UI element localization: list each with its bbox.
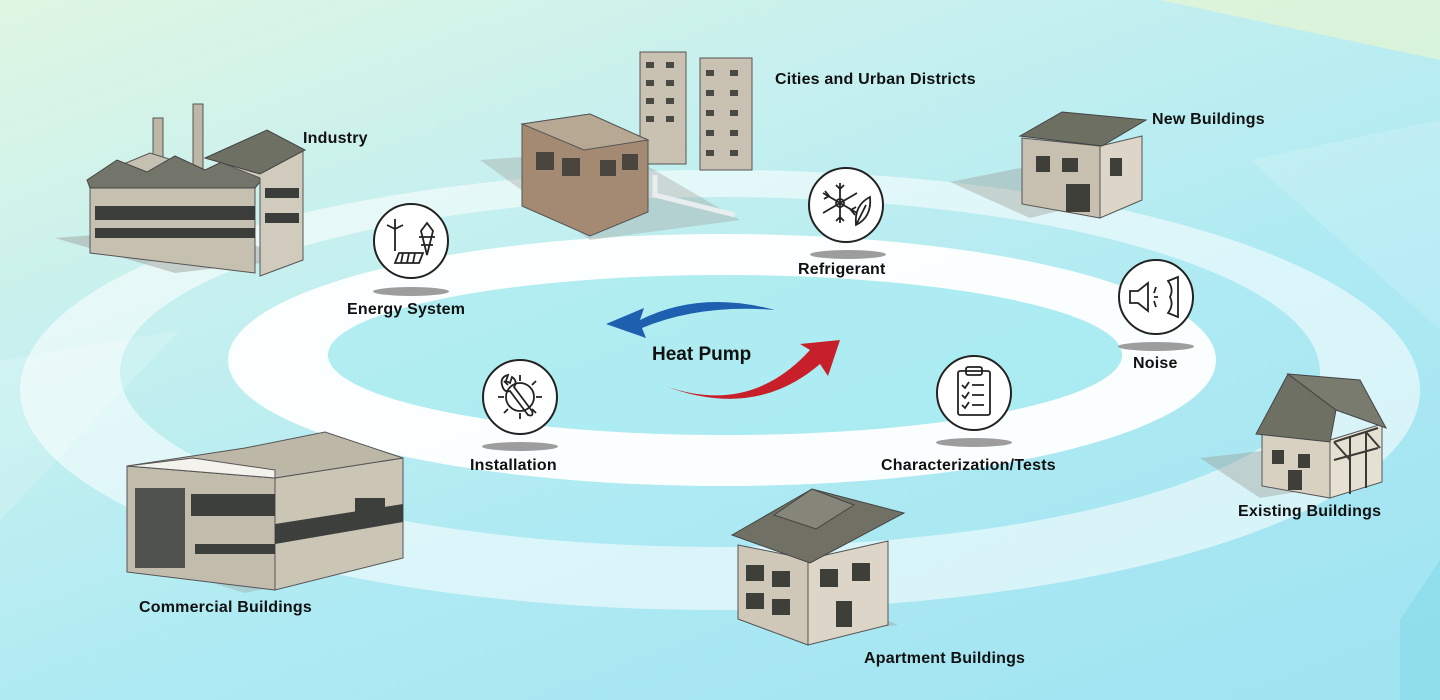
snowflake-leaf-icon	[808, 167, 884, 243]
icon-shadow	[373, 287, 449, 296]
city-district-icon	[480, 51, 753, 240]
speaker-noise-icon	[1118, 259, 1194, 335]
new-building-icon	[950, 111, 1148, 219]
aspect-label-installation: Installation	[470, 457, 557, 474]
application-label-commercial-buildings: Commercial Buildings	[139, 599, 312, 616]
application-label-industry: Industry	[303, 130, 368, 147]
aspect-label-characterization-tests: Characterization/Tests	[881, 457, 1056, 474]
checklist-icon	[936, 355, 1012, 431]
aspect-label-energy-system: Energy System	[347, 301, 466, 318]
icon-shadow	[1118, 342, 1194, 351]
apartment-building-icon	[730, 488, 906, 646]
application-label-apartment-buildings: Apartment Buildings	[864, 650, 1026, 667]
renewable-energy-icon	[373, 203, 449, 279]
center-label: Heat Pump	[652, 344, 752, 365]
wrench-gear-icon	[482, 359, 558, 435]
red-arrow-icon	[665, 340, 840, 399]
application-label-cities: Cities and Urban Districts	[775, 71, 976, 88]
blue-arrow-icon	[606, 302, 775, 338]
circulation-arrows	[606, 302, 840, 399]
aspect-label-noise: Noise	[1133, 355, 1178, 372]
factory-icon	[55, 103, 307, 277]
application-label-existing-buildings: Existing Buildings	[1238, 503, 1382, 520]
icon-shadow	[810, 250, 886, 259]
icon-shadow	[482, 442, 558, 451]
application-label-new-buildings: New Buildings	[1152, 111, 1265, 128]
aspect-label-refrigerant: Refrigerant	[798, 261, 886, 278]
half-timbered-house-icon	[1200, 373, 1388, 499]
icon-shadow	[936, 438, 1012, 447]
commercial-building-icon	[126, 431, 405, 593]
